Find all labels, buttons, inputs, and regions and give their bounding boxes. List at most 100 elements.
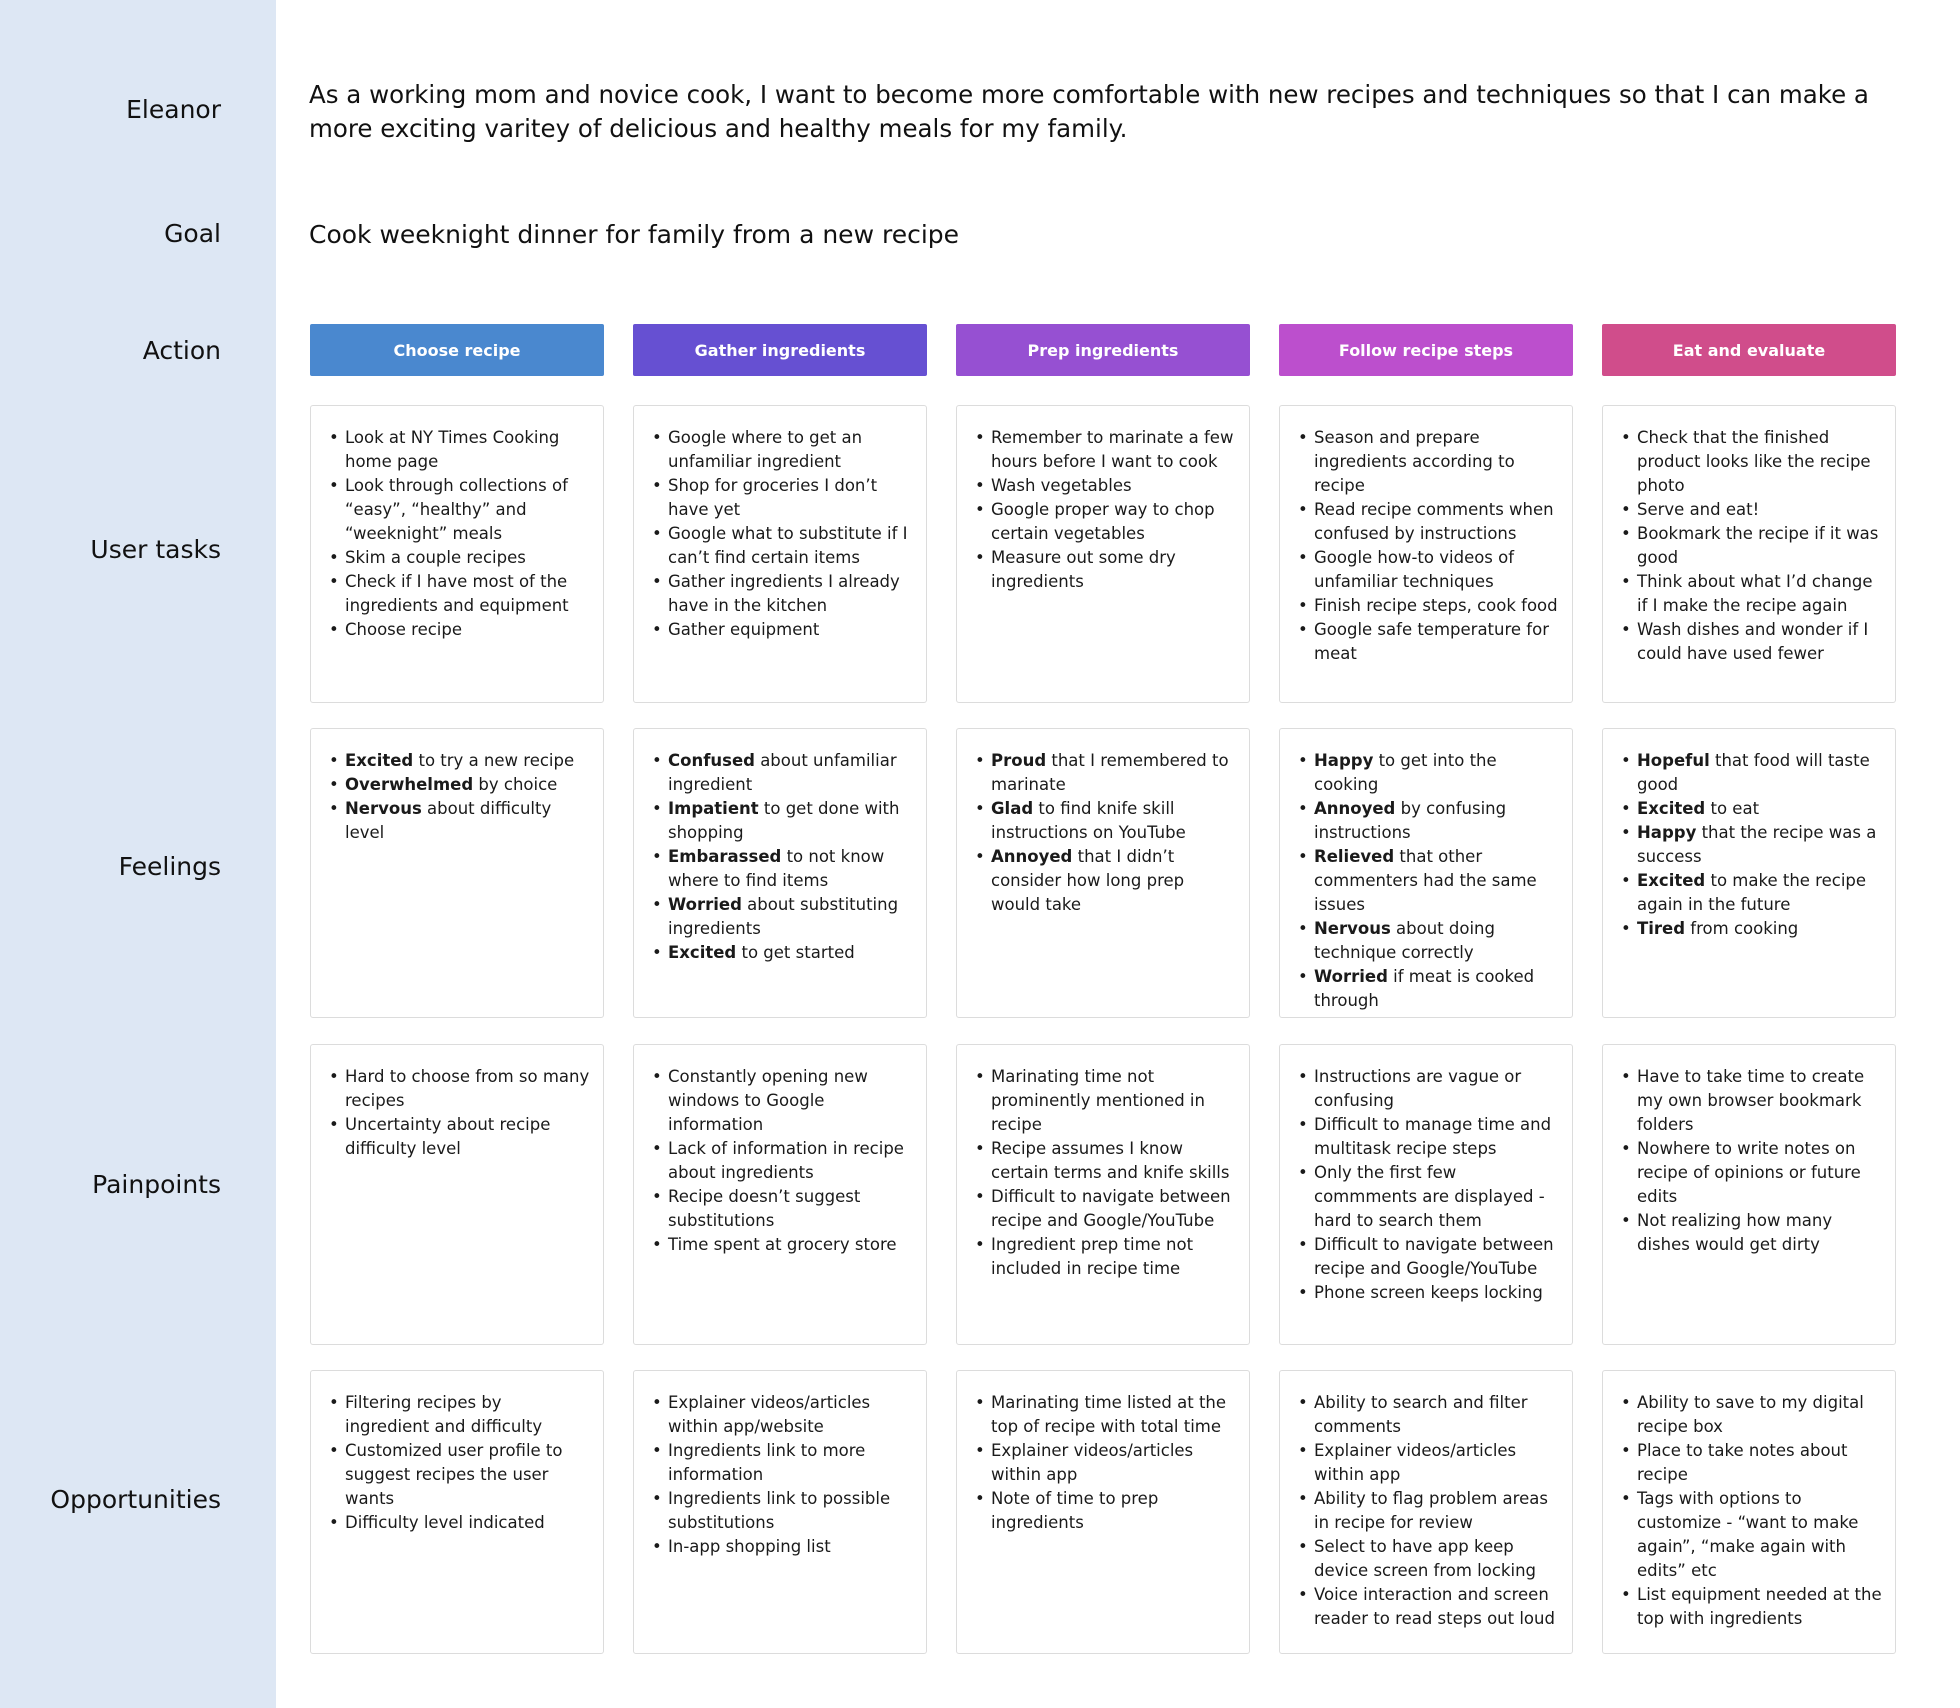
- feeling-detail: to eat: [1705, 799, 1760, 818]
- list-item: Impatient to get done with shopping: [652, 797, 914, 845]
- list-item: Worried about substituting ingredients: [652, 893, 914, 941]
- painpoints-list: Hard to choose from so many recipesUncer…: [329, 1065, 591, 1161]
- feeling-emotion: Excited: [668, 943, 737, 962]
- feeling-detail: that food will taste good: [1637, 751, 1875, 794]
- opportunities-list: Explainer videos/articles within app/web…: [652, 1391, 914, 1559]
- feeling-detail: that the recipe was a success: [1637, 823, 1882, 866]
- list-item: Select to have app keep device screen fr…: [1298, 1535, 1560, 1583]
- feeling-detail: about unfamiliar ingredient: [668, 751, 902, 794]
- action-step-4: Follow recipe steps: [1279, 324, 1573, 376]
- list-item: Finish recipe steps, cook food: [1298, 594, 1560, 618]
- list-item: Voice interaction and screen reader to r…: [1298, 1583, 1560, 1631]
- feeling-detail: by confusing instructions: [1314, 799, 1512, 842]
- painpoints-card: Constantly opening new windows to Google…: [633, 1044, 927, 1345]
- feeling-emotion: Worried: [1314, 967, 1388, 986]
- action-label: Action: [142, 336, 221, 365]
- list-item: Marinating time not prominently mentione…: [975, 1065, 1237, 1137]
- list-item: Filtering recipes by ingredient and diff…: [329, 1391, 591, 1439]
- list-item: Only the first few commments are display…: [1298, 1161, 1560, 1233]
- user-tasks-label: User tasks: [90, 535, 221, 564]
- list-item: Google proper way to chop certain vegeta…: [975, 498, 1237, 546]
- feeling-emotion: Glad: [991, 799, 1034, 818]
- opportunities-card: Marinating time listed at the top of rec…: [956, 1370, 1250, 1654]
- list-item: Excited to get started: [652, 941, 914, 965]
- feelings-list: Hopeful that food will taste goodExcited…: [1621, 749, 1883, 941]
- feeling-emotion: Happy: [1314, 751, 1374, 770]
- feeling-emotion: Tired: [1637, 919, 1686, 938]
- user-tasks-card: Look at NY Times Cooking home pageLook t…: [310, 405, 604, 703]
- list-item: Measure out some dry ingredients: [975, 546, 1237, 594]
- row-label-sidebar: Eleanor Goal Action User tasks Feelings …: [0, 0, 276, 1708]
- feeling-emotion: Excited: [1637, 799, 1706, 818]
- list-item: Happy to get into the cooking: [1298, 749, 1560, 797]
- list-item: Excited to eat: [1621, 797, 1883, 821]
- feeling-detail: if meat is cooked through: [1314, 967, 1540, 1010]
- list-item: Look at NY Times Cooking home page: [329, 426, 591, 474]
- feeling-emotion: Nervous: [1314, 919, 1391, 938]
- feeling-emotion: Relieved: [1314, 847, 1395, 866]
- list-item: Note of time to prep ingredients: [975, 1487, 1237, 1535]
- goal-text: Cook weeknight dinner for family from a …: [309, 220, 960, 249]
- list-item: Explainer videos/articles within app: [1298, 1439, 1560, 1487]
- list-item: Difficult to manage time and multitask r…: [1298, 1113, 1560, 1161]
- list-item: Google what to substitute if I can’t fin…: [652, 522, 914, 570]
- list-item: Recipe doesn’t suggest substitutions: [652, 1185, 914, 1233]
- list-item: Difficulty level indicated: [329, 1511, 591, 1535]
- list-item: Ingredients link to more information: [652, 1439, 914, 1487]
- feeling-detail: to find knife skill instructions on YouT…: [991, 799, 1186, 842]
- feeling-emotion: Annoyed: [1314, 799, 1396, 818]
- list-item: Ability to flag problem areas in recipe …: [1298, 1487, 1560, 1535]
- list-item: Recipe assumes I know certain terms and …: [975, 1137, 1237, 1185]
- opportunities-card: Ability to search and filter commentsExp…: [1279, 1370, 1573, 1654]
- feeling-detail: to make the recipe again in the future: [1637, 871, 1872, 914]
- list-item: Check that the finished product looks li…: [1621, 426, 1883, 498]
- list-item: Hard to choose from so many recipes: [329, 1065, 591, 1113]
- list-item: Marinating time listed at the top of rec…: [975, 1391, 1237, 1439]
- user-tasks-card: Check that the finished product looks li…: [1602, 405, 1896, 703]
- list-item: Annoyed by confusing instructions: [1298, 797, 1560, 845]
- list-item: Choose recipe: [329, 618, 591, 642]
- list-item: Google where to get an unfamiliar ingred…: [652, 426, 914, 474]
- list-item: Difficult to navigate between recipe and…: [975, 1185, 1237, 1233]
- list-item: Bookmark the recipe if it was good: [1621, 522, 1883, 570]
- list-item: Annoyed that I didn’t consider how long …: [975, 845, 1237, 917]
- painpoints-list: Have to take time to create my own brows…: [1621, 1065, 1883, 1257]
- list-item: Proud that I remembered to marinate: [975, 749, 1237, 797]
- list-item: Phone screen keeps locking: [1298, 1281, 1560, 1305]
- action-step-3: Prep ingredients: [956, 324, 1250, 376]
- opportunities-list: Marinating time listed at the top of rec…: [975, 1391, 1237, 1535]
- list-item: Ingredient prep time not included in rec…: [975, 1233, 1237, 1281]
- list-item: Tired from cooking: [1621, 917, 1883, 941]
- list-item: In-app shopping list: [652, 1535, 914, 1559]
- feeling-emotion: Proud: [991, 751, 1047, 770]
- feeling-detail: to get done with shopping: [668, 799, 905, 842]
- feeling-detail: about substituting ingredients: [668, 895, 904, 938]
- feeling-emotion: Annoyed: [991, 847, 1073, 866]
- list-item: Constantly opening new windows to Google…: [652, 1065, 914, 1137]
- feelings-list: Confused about unfamiliar ingredientImpa…: [652, 749, 914, 965]
- list-item: Nowhere to write notes on recipe of opin…: [1621, 1137, 1883, 1209]
- feelings-card: Hopeful that food will taste goodExcited…: [1602, 728, 1896, 1018]
- list-item: Wash vegetables: [975, 474, 1237, 498]
- feeling-detail: that other commenters had the same issue…: [1314, 847, 1542, 914]
- feeling-detail: about doing technique correctly: [1314, 919, 1501, 962]
- painpoints-card: Have to take time to create my own brows…: [1602, 1044, 1896, 1345]
- list-item: Confused about unfamiliar ingredient: [652, 749, 914, 797]
- feeling-emotion: Confused: [668, 751, 755, 770]
- persona-statement: As a working mom and novice cook, I want…: [309, 80, 1869, 143]
- opportunities-list: Filtering recipes by ingredient and diff…: [329, 1391, 591, 1535]
- list-item: Look through collections of “easy”, “hea…: [329, 474, 591, 546]
- user-tasks-list: Remember to marinate a few hours before …: [975, 426, 1237, 594]
- opportunities-label: Opportunities: [50, 1485, 221, 1514]
- list-item: Explainer videos/articles within app/web…: [652, 1391, 914, 1439]
- list-item: Difficult to navigate between recipe and…: [1298, 1233, 1560, 1281]
- action-step-5: Eat and evaluate: [1602, 324, 1896, 376]
- feelings-card: Happy to get into the cookingAnnoyed by …: [1279, 728, 1573, 1018]
- list-item: Nervous about difficulty level: [329, 797, 591, 845]
- list-item: Hopeful that food will taste good: [1621, 749, 1883, 797]
- user-tasks-card: Season and prepare ingredients according…: [1279, 405, 1573, 703]
- list-item: Glad to find knife skill instructions on…: [975, 797, 1237, 845]
- list-item: Have to take time to create my own brows…: [1621, 1065, 1883, 1137]
- opportunities-list: Ability to search and filter commentsExp…: [1298, 1391, 1560, 1631]
- list-item: Ability to search and filter comments: [1298, 1391, 1560, 1439]
